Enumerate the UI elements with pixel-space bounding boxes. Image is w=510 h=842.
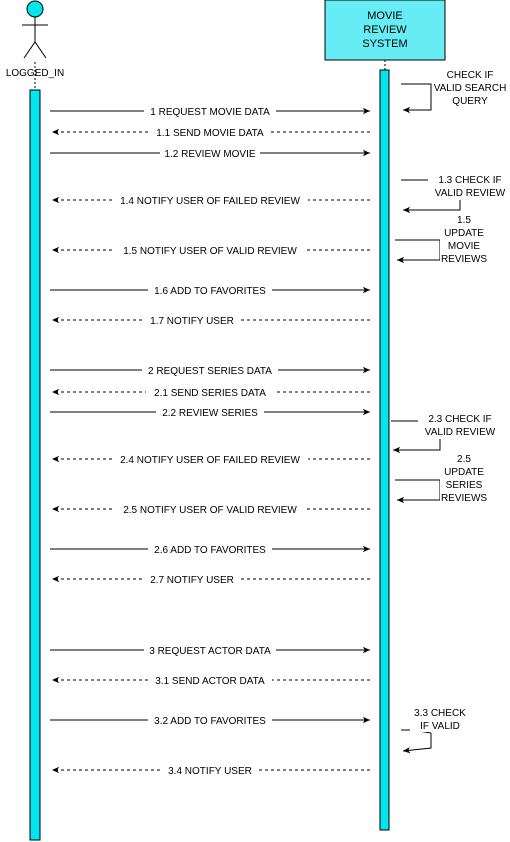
self-call-check-search: CHECK IF VALID SEARCH QUERY <box>401 66 510 114</box>
message-label: 2.4 NOTIFY USER OF FAILED REVIEW <box>120 455 300 466</box>
system-title-line-1: MOVIE <box>367 10 402 22</box>
self-call-label-line: QUERY <box>452 96 488 107</box>
self-call-label-line: VALID REVIEW <box>435 188 506 199</box>
message-1-7: 1.7 NOTIFY USER <box>52 313 370 327</box>
message-2-6: 2.6 ADD TO FAVORITES <box>50 542 370 556</box>
self-call-2-3: 2.3 CHECK IF VALID REVIEW <box>391 411 502 454</box>
message-label: 3.2 ADD TO FAVORITES <box>154 716 266 727</box>
system-lifeline-header: MOVIE REVIEW SYSTEM <box>324 0 446 61</box>
self-call-label-line: 2.5 <box>457 454 471 465</box>
self-call-label-line: 3.3 CHECK <box>414 708 466 719</box>
message-3-2: 3.2 ADD TO FAVORITES <box>50 713 370 727</box>
system-activation-bar <box>379 69 390 831</box>
message-label: 1.7 NOTIFY USER <box>150 316 234 327</box>
actor-head <box>26 0 44 18</box>
self-call-label-line: 1.5 <box>457 215 471 226</box>
message-label: 1.5 NOTIFY USER OF VALID REVIEW <box>123 246 297 257</box>
message-2-5: 2.5 NOTIFY USER OF VALID REVIEW <box>52 502 370 516</box>
self-call-label-line: 2.3 CHECK IF <box>428 414 491 425</box>
message-label: 1.4 NOTIFY USER OF FAILED REVIEW <box>120 196 300 207</box>
self-call-label-line: UPDATE <box>444 228 484 239</box>
messages: 1 REQUEST MOVIE DATA 1.1 SEND MOVIE DATA… <box>50 104 370 777</box>
message-label: 3.4 NOTIFY USER <box>168 766 252 777</box>
message-label: 2.5 NOTIFY USER OF VALID REVIEW <box>123 505 297 516</box>
message-1: 1 REQUEST MOVIE DATA <box>50 104 370 118</box>
system-box <box>324 0 446 61</box>
message-1-2: 1.2 REVIEW MOVIE <box>50 146 370 160</box>
message-label: 2.6 ADD TO FAVORITES <box>154 545 266 556</box>
self-calls: CHECK IF VALID SEARCH QUERY 1.3 CHECK IF… <box>391 66 510 751</box>
message-label: 2.2 REVIEW SERIES <box>162 408 258 419</box>
actor-right-leg <box>34 41 47 59</box>
actor-activation-bar <box>29 89 41 841</box>
actor-left-leg <box>23 41 36 59</box>
message-2-1: 2.1 SEND SERIES DATA <box>52 385 370 399</box>
message-label: 1 REQUEST MOVIE DATA <box>150 107 270 118</box>
self-call-label-line: CHECK IF <box>447 70 494 81</box>
message-label: 2 REQUEST SERIES DATA <box>148 366 272 377</box>
message-1-5: 1.5 NOTIFY USER OF VALID REVIEW <box>52 243 370 257</box>
self-call-2-5: 2.5 UPDATE SERIES REVIEWS <box>395 452 490 504</box>
message-label: 3 REQUEST ACTOR DATA <box>149 646 271 657</box>
self-call-label-line: UPDATE <box>444 467 484 478</box>
message-label: 1.2 REVIEW MOVIE <box>164 149 255 160</box>
self-call-label-line: VALID SEARCH <box>434 83 507 94</box>
actor-figure: LOGGED_IN <box>6 0 64 79</box>
message-3-4: 3.4 NOTIFY USER <box>52 763 370 777</box>
message-3: 3 REQUEST ACTOR DATA <box>50 643 370 657</box>
system-title-line-3: SYSTEM <box>362 38 407 50</box>
message-label: 2.1 SEND SERIES DATA <box>154 388 266 399</box>
self-call-label-line: MOVIE <box>448 241 481 252</box>
self-call-label-line: SERIES <box>446 480 483 491</box>
message-3-1: 3.1 SEND ACTOR DATA <box>52 673 370 687</box>
message-label: 1.1 SEND MOVIE DATA <box>156 128 264 139</box>
self-call-label-line: IF VALID <box>420 721 460 732</box>
message-2-4: 2.4 NOTIFY USER OF FAILED REVIEW <box>52 452 370 466</box>
message-label: 2.7 NOTIFY USER <box>150 575 234 586</box>
self-call-label-line: 1.3 CHECK IF <box>438 175 501 186</box>
self-call-label-line: REVIEWS <box>441 254 487 265</box>
message-label: 1.6 ADD TO FAVORITES <box>154 286 266 297</box>
message-2: 2 REQUEST SERIES DATA <box>50 363 370 377</box>
message-label: 3.1 SEND ACTOR DATA <box>155 676 265 687</box>
message-1-1: 1.1 SEND MOVIE DATA <box>52 125 370 139</box>
message-2-7: 2.7 NOTIFY USER <box>52 572 370 586</box>
self-call-1-3: 1.3 CHECK IF VALID REVIEW <box>401 172 510 214</box>
system-title-line-2: REVIEW <box>363 24 407 36</box>
self-call-1-5: 1.5 UPDATE MOVIE REVIEWS <box>395 213 490 265</box>
actor-name: LOGGED_IN <box>6 68 64 79</box>
message-1-4: 1.4 NOTIFY USER OF FAILED REVIEW <box>52 193 370 207</box>
self-call-3-3: 3.3 CHECK IF VALID <box>401 704 470 751</box>
message-2-2: 2.2 REVIEW SERIES <box>50 405 370 419</box>
self-call-label-line: VALID REVIEW <box>425 427 496 438</box>
self-call-label-line: REVIEWS <box>441 493 487 504</box>
message-1-6: 1.6 ADD TO FAVORITES <box>50 283 370 297</box>
